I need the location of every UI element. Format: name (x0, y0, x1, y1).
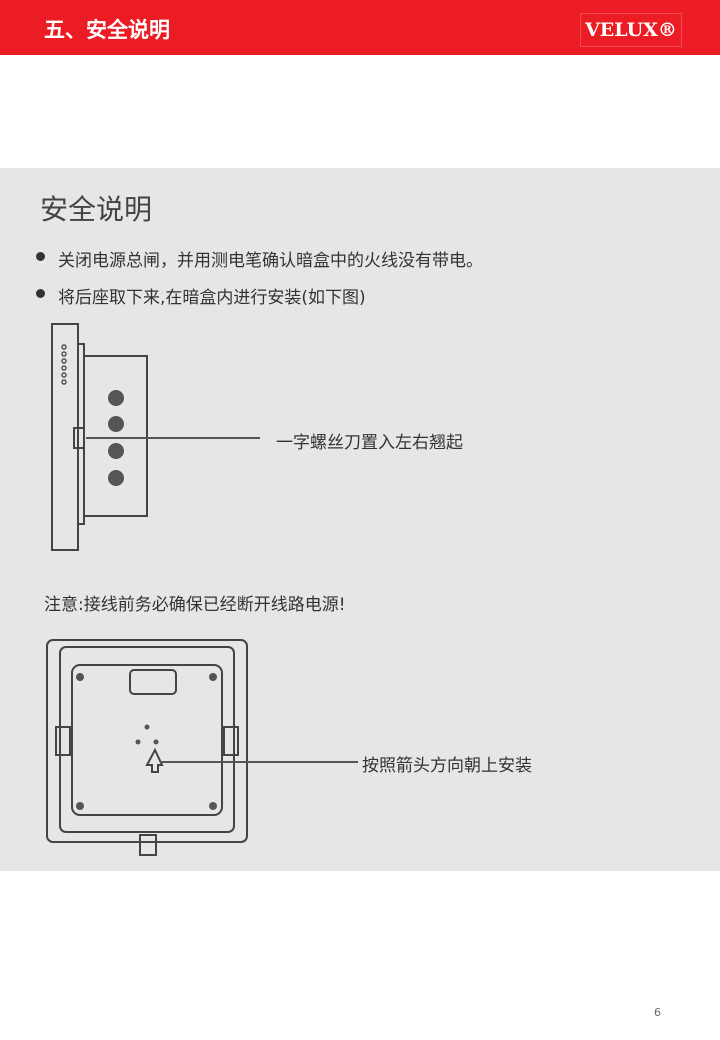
page-number: 6 (654, 1006, 661, 1019)
callout-orientation: 按照箭头方向朝上安装 (362, 756, 532, 776)
header-bar: 五、安全说明 VELUX® (0, 0, 720, 55)
bullet-icon (36, 252, 45, 261)
back-view-diagram (46, 639, 358, 856)
side-view-diagram (51, 323, 260, 551)
bullet-icon (36, 289, 45, 298)
bullet-2: 将后座取下来,在暗盒内进行安装(如下图) (58, 288, 366, 308)
velux-logo: VELUX® (580, 13, 682, 47)
section-heading: 五、安全说明 (44, 18, 170, 42)
safety-panel (0, 168, 720, 871)
warning-note: 注意:接线前务必确保已经断开线路电源! (44, 595, 346, 615)
callout-screwdriver: 一字螺丝刀置入左右翘起 (276, 433, 463, 453)
panel-title: 安全说明 (40, 193, 153, 226)
bullet-1: 关闭电源总闸，并用测电笔确认暗盒中的火线没有带电。 (58, 251, 483, 271)
